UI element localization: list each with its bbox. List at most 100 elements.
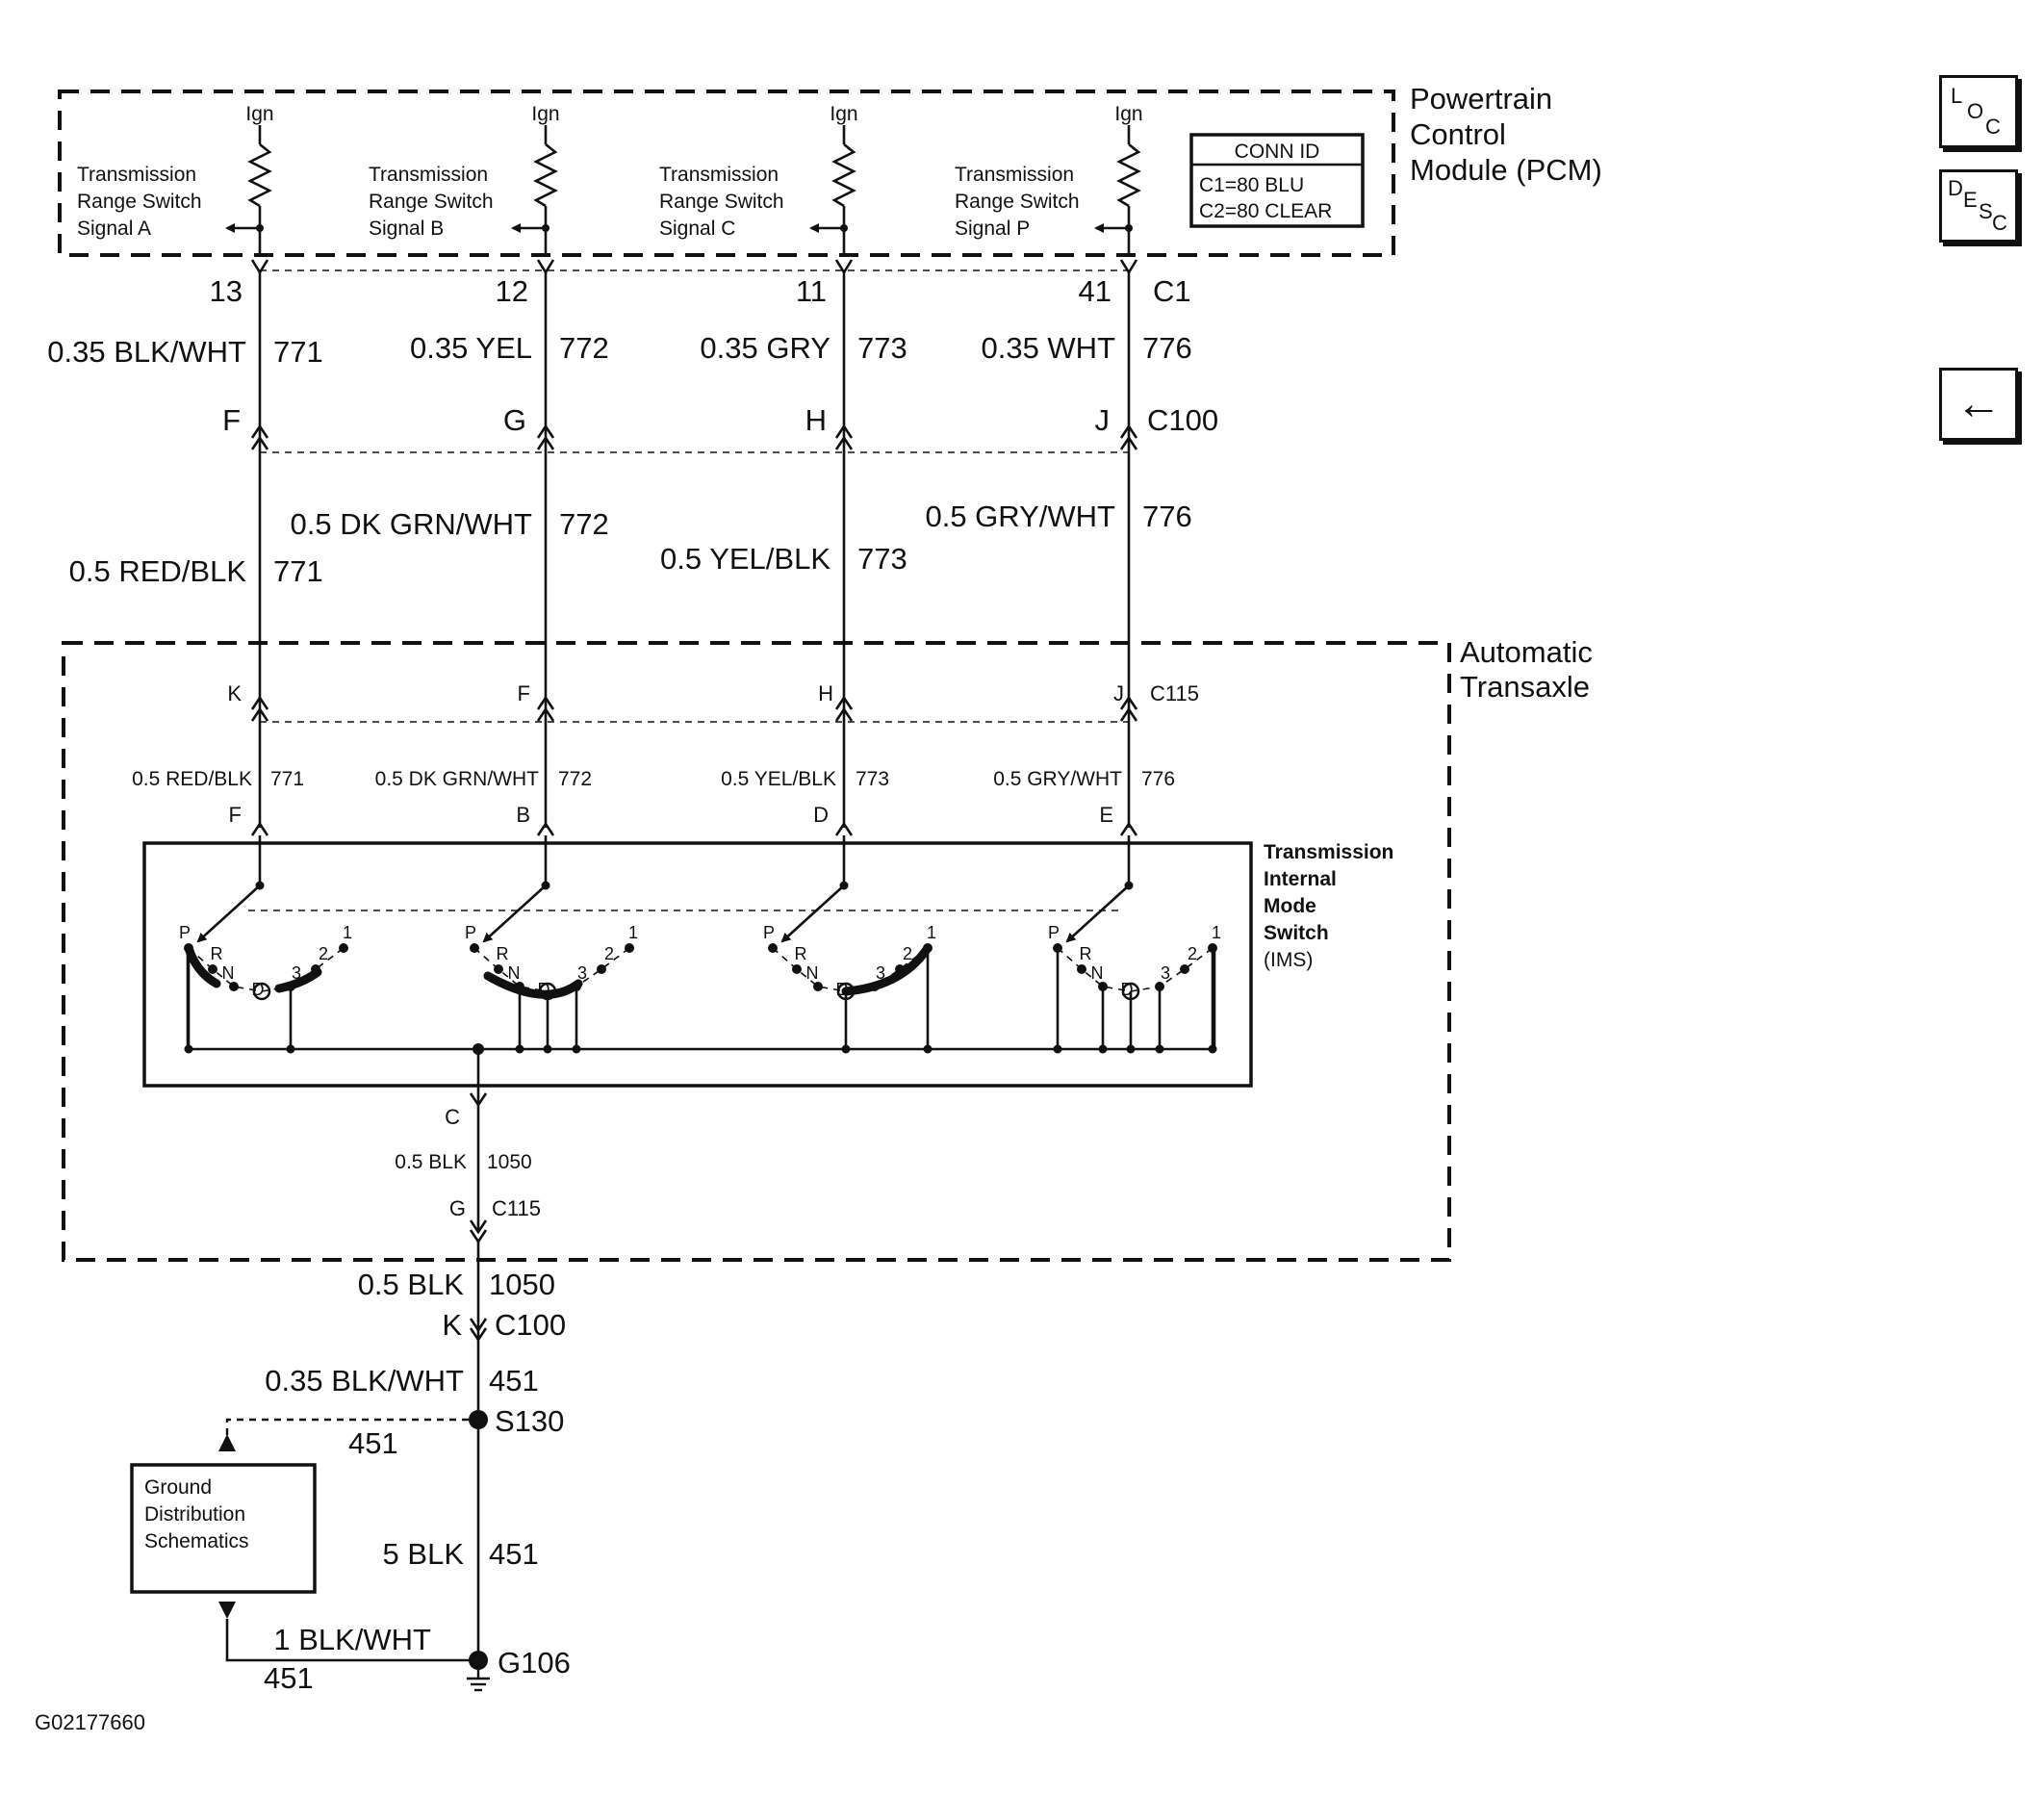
ims-label-line-4: Switch: [1264, 922, 1329, 944]
pull-up-resistor: [533, 142, 558, 208]
up-arrow-icon: [218, 1434, 236, 1451]
wire-color: 0.35 YEL: [410, 331, 532, 365]
signal-a-line-1: Transmission: [77, 164, 196, 186]
svg-text:1: 1: [628, 923, 638, 942]
pull-up-resistor: [831, 142, 856, 208]
pcm-column-a: Ign Transmission Range Switch Signal A: [77, 103, 274, 255]
ground-return-wire: [225, 1619, 478, 1662]
ground-symbol-icon: [467, 1670, 490, 1692]
ims-pin: E: [1099, 803, 1113, 827]
circuit-number: 771: [270, 768, 304, 790]
ims-label-line-1: Transmission: [1264, 841, 1393, 863]
c115-connector-name: C115: [1150, 681, 1199, 705]
wire-color: 0.35 GRY: [700, 331, 830, 365]
svg-text:2: 2: [319, 944, 328, 963]
signal-a-line-3: Signal A: [77, 218, 151, 240]
wire-color: 1 BLK/WHT: [273, 1623, 431, 1656]
c115-ground-pin: G: [449, 1196, 466, 1220]
svg-text:N: N: [222, 963, 235, 983]
c1-connector-name: C1: [1153, 274, 1191, 308]
desc-letter-c: C: [1992, 211, 2007, 235]
wire-color: 0.5 GRY/WHT: [925, 500, 1115, 533]
pull-up-resistor: [247, 142, 272, 208]
svg-text:3: 3: [292, 963, 301, 983]
svg-text:P: P: [179, 923, 191, 942]
signal-a-line-2: Range Switch: [77, 191, 202, 213]
svg-text:N: N: [508, 963, 521, 983]
ground-branch-line: [225, 1418, 469, 1440]
c115-pin: F: [518, 681, 530, 705]
c100-pin: J: [1095, 403, 1111, 437]
ign-label: Ign: [1114, 103, 1142, 125]
ims-switch-box: [142, 841, 1253, 1088]
circuit-number: 772: [558, 768, 592, 790]
wire-color: 0.5 RED/BLK: [132, 768, 252, 790]
ground-distribution-line-2: Distribution: [144, 1503, 245, 1526]
svg-text:R: R: [497, 944, 509, 963]
splice-name: S130: [495, 1404, 564, 1438]
signal-c-line-2: Range Switch: [659, 191, 784, 213]
signal-b-line-1: Transmission: [369, 164, 488, 186]
ims-pin: F: [229, 803, 242, 827]
svg-text:R: R: [795, 944, 807, 963]
svg-text:P: P: [1048, 923, 1060, 942]
svg-text:P: P: [465, 923, 476, 942]
c100-connector-name: C100: [1147, 403, 1218, 437]
c115-terminals: [250, 695, 1138, 722]
wire-color: 0.5 YEL/BLK: [721, 768, 836, 790]
wire-color: 0.5 YEL/BLK: [660, 542, 830, 576]
signal-c-line-1: Transmission: [659, 164, 779, 186]
svg-text:2: 2: [604, 944, 614, 963]
conn-id-box: CONN ID C1=80 BLU C2=80 CLEAR: [1189, 133, 1365, 228]
svg-text:R: R: [1080, 944, 1092, 963]
svg-text:P: P: [763, 923, 775, 942]
ims-label-line-2: Internal: [1264, 868, 1337, 890]
circuit-number: 773: [857, 542, 907, 576]
branch-circuit: 451: [348, 1426, 398, 1460]
svg-text:1: 1: [1212, 923, 1221, 942]
ign-label: Ign: [531, 103, 559, 125]
circuit-number: 1050: [487, 1151, 532, 1173]
ground-point-name: G106: [498, 1646, 571, 1680]
svg-text:N: N: [1091, 963, 1104, 983]
c100-terminals: [250, 423, 1138, 450]
ground-distribution-line-3: Schematics: [144, 1530, 249, 1552]
pcm-column-p: Ign Transmission Range Switch Signal P: [955, 103, 1143, 255]
conn-id-title: CONN ID: [1235, 141, 1320, 163]
loc-letter-c: C: [1985, 115, 2001, 139]
wire-color: 0.35 BLK/WHT: [47, 335, 246, 369]
figure-id: G02177660: [35, 1710, 145, 1734]
pcm-column-b: Ign Transmission Range Switch Signal B: [369, 103, 560, 255]
ims-pin: D: [813, 803, 829, 827]
down-arrow-icon: [218, 1602, 236, 1619]
ign-label: Ign: [830, 103, 857, 125]
splice-s130: [469, 1410, 488, 1429]
svg-text:3: 3: [1161, 963, 1170, 983]
wire-color: 0.5 BLK: [395, 1151, 467, 1173]
circuit-number: 773: [857, 331, 907, 365]
circuit-number: 1050: [489, 1268, 555, 1301]
ground-distribution-box[interactable]: [130, 1463, 317, 1594]
c1-pin: 13: [210, 274, 243, 308]
ground-point-g106: [469, 1651, 488, 1670]
circuit-number: 451: [489, 1537, 539, 1571]
c115-pin: K: [227, 681, 242, 705]
circuit-number: 771: [273, 554, 323, 588]
transaxle-title-line-1: Automatic: [1460, 635, 1593, 669]
signal-c-line-3: Signal C: [659, 218, 735, 240]
description-button[interactable]: D E S C: [1939, 169, 2018, 243]
wire-color: 5 BLK: [383, 1537, 465, 1571]
back-button[interactable]: ←: [1939, 368, 2018, 441]
pull-up-resistor: [1116, 142, 1141, 208]
loc-letter-o: O: [1967, 99, 1984, 123]
location-button[interactable]: L O C: [1939, 75, 2018, 148]
c100-ground-name: C100: [495, 1308, 566, 1342]
wire-color: 0.5 DK GRN/WHT: [291, 507, 533, 541]
svg-text:1: 1: [927, 923, 936, 942]
c1-pin: 41: [1079, 274, 1111, 308]
pcm-boundary: [58, 90, 1395, 257]
ims-pin: B: [516, 803, 530, 827]
c1-pin: 12: [496, 274, 528, 308]
